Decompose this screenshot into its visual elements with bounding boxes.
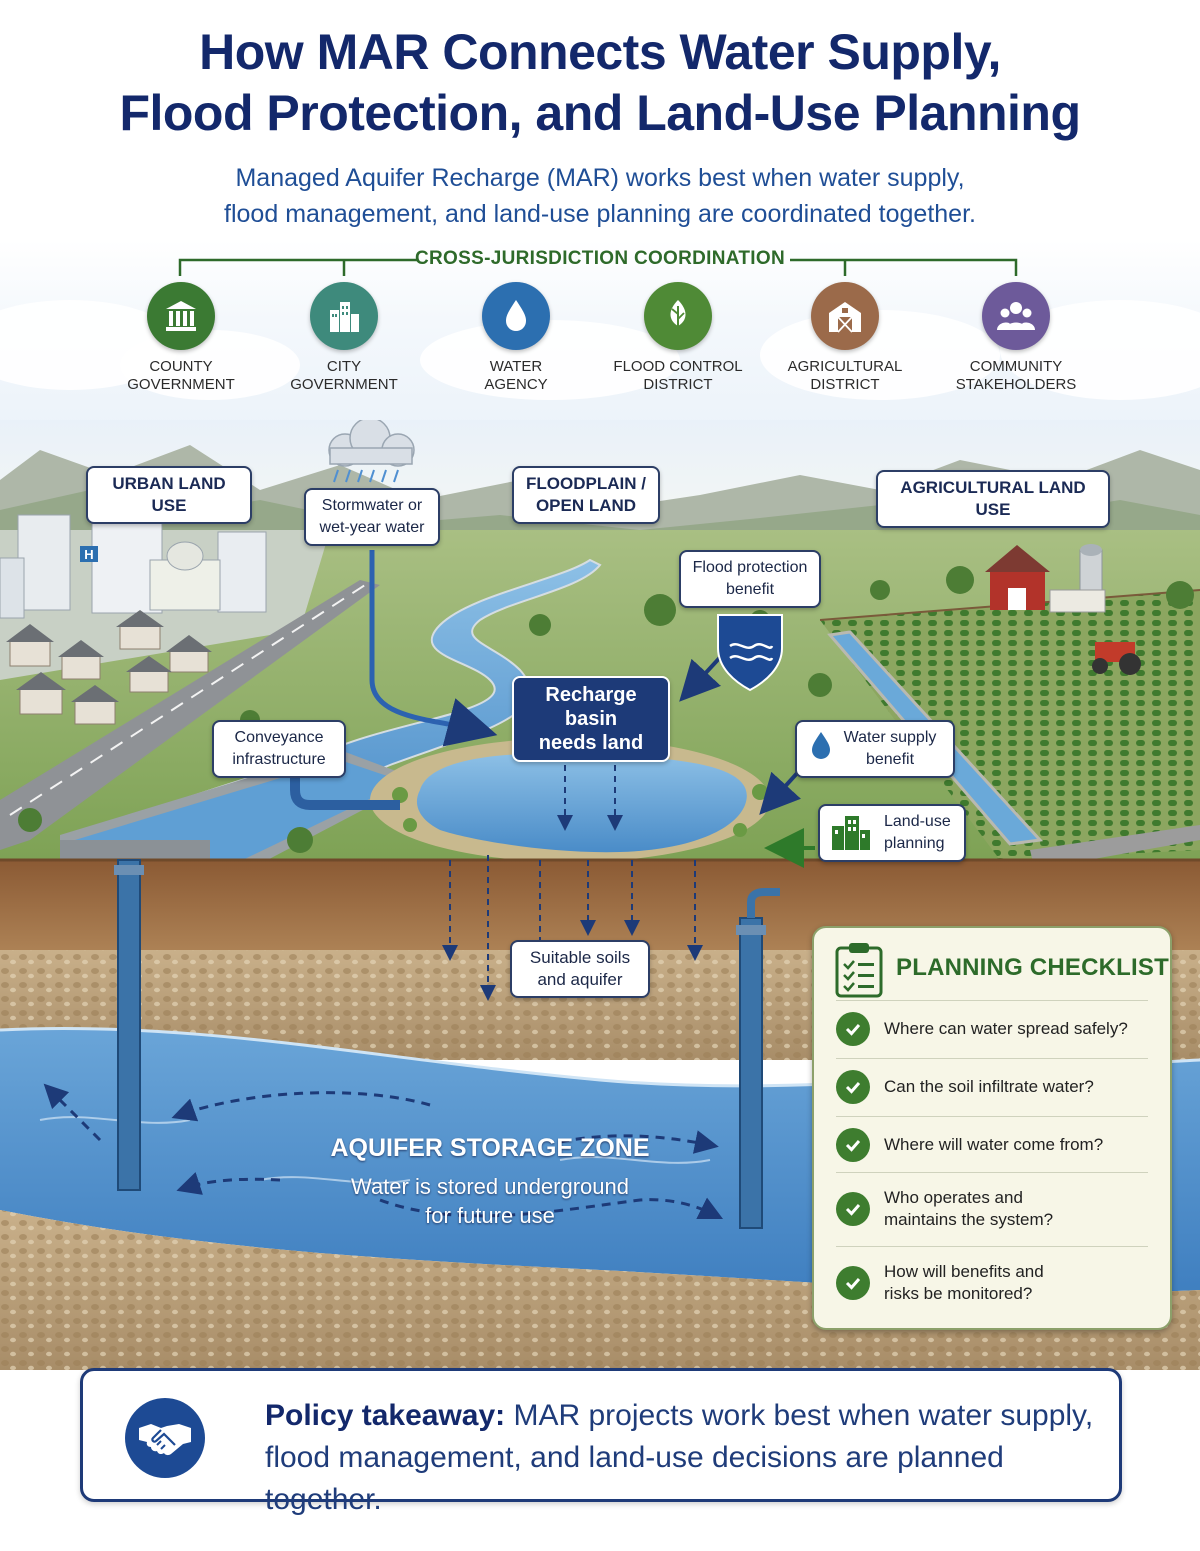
policy-text-line-2: flood management, and land-use decisions… — [265, 1441, 1004, 1516]
buildings-icon — [832, 816, 870, 850]
conveyance-infrastructure-label: Conveyance infrastructure — [212, 720, 346, 778]
subtitle-line-2: flood management, and land-use planning … — [224, 200, 976, 228]
leaf-icon — [644, 282, 712, 350]
recharge-basin-label: Recharge basin needs land — [512, 676, 670, 762]
coordination-bracket — [178, 258, 1018, 276]
clipboard-icon — [835, 943, 883, 998]
page-subtitle: Managed Aquifer Recharge (MAR) works bes… — [0, 160, 1200, 232]
planning-checklist: PLANNING CHECKLIST Where can water sprea… — [812, 926, 1172, 1330]
aquifer-storage-description: Water is stored underground for future u… — [351, 1174, 629, 1228]
page-title: How MAR Connects Water Supply, Flood Pro… — [0, 22, 1200, 144]
policy-text-line-1: MAR projects work best when water supply… — [513, 1399, 1094, 1432]
courthouse-icon — [147, 282, 215, 350]
flood-protection-benefit-label: Flood protection benefit — [679, 550, 821, 608]
check-icon — [836, 1011, 870, 1046]
suitable-soils-label: Suitable soils and aquifer — [510, 940, 650, 998]
barn-icon — [811, 282, 879, 350]
policy-text: Policy takeaway: MAR projects work best … — [265, 1395, 1095, 1521]
agricultural-land-use-label: AGRICULTURAL LAND USE — [876, 470, 1110, 528]
check-icon — [836, 1191, 870, 1226]
urban-land-use-label: URBAN LAND USE — [86, 466, 252, 524]
hospital-sign: H — [84, 547, 93, 562]
checklist-item: Can the soil infiltrate water? — [836, 1058, 1148, 1114]
water-drop-icon — [812, 732, 830, 759]
aquifer-storage-title: AQUIFER STORAGE ZONE — [330, 1134, 650, 1162]
title-line-2: Flood Protection, and Land-Use Planning — [119, 85, 1081, 141]
shield-icon — [717, 614, 783, 692]
city-buildings-icon — [310, 282, 378, 350]
subtitle-line-1: Managed Aquifer Recharge (MAR) works bes… — [235, 164, 965, 192]
land-use-planning-label: Land-use planning — [818, 804, 966, 862]
checklist-item: Where can water spread safely? — [836, 1000, 1148, 1056]
water-drop-icon — [482, 282, 550, 350]
check-icon — [836, 1127, 870, 1162]
title-line-1: How MAR Connects Water Supply, — [199, 24, 1001, 80]
policy-takeaway-box: Policy takeaway: MAR projects work best … — [80, 1368, 1122, 1516]
check-icon — [836, 1069, 870, 1104]
checklist-item: Where will water come from? — [836, 1116, 1148, 1172]
check-icon — [836, 1265, 870, 1300]
stormwater-label: Stormwater or wet-year water — [304, 488, 440, 546]
handshake-icon — [125, 1398, 205, 1478]
people-icon — [982, 282, 1050, 350]
floodplain-label: FLOODPLAIN / OPEN LAND — [512, 466, 660, 524]
water-supply-benefit-label: Water supply benefit — [795, 720, 955, 778]
checklist-title: PLANNING CHECKLIST — [896, 954, 1169, 981]
policy-lead: Policy takeaway: — [265, 1399, 506, 1432]
coordination-label: CROSS-JURISDICTION COORDINATION — [415, 248, 785, 269]
